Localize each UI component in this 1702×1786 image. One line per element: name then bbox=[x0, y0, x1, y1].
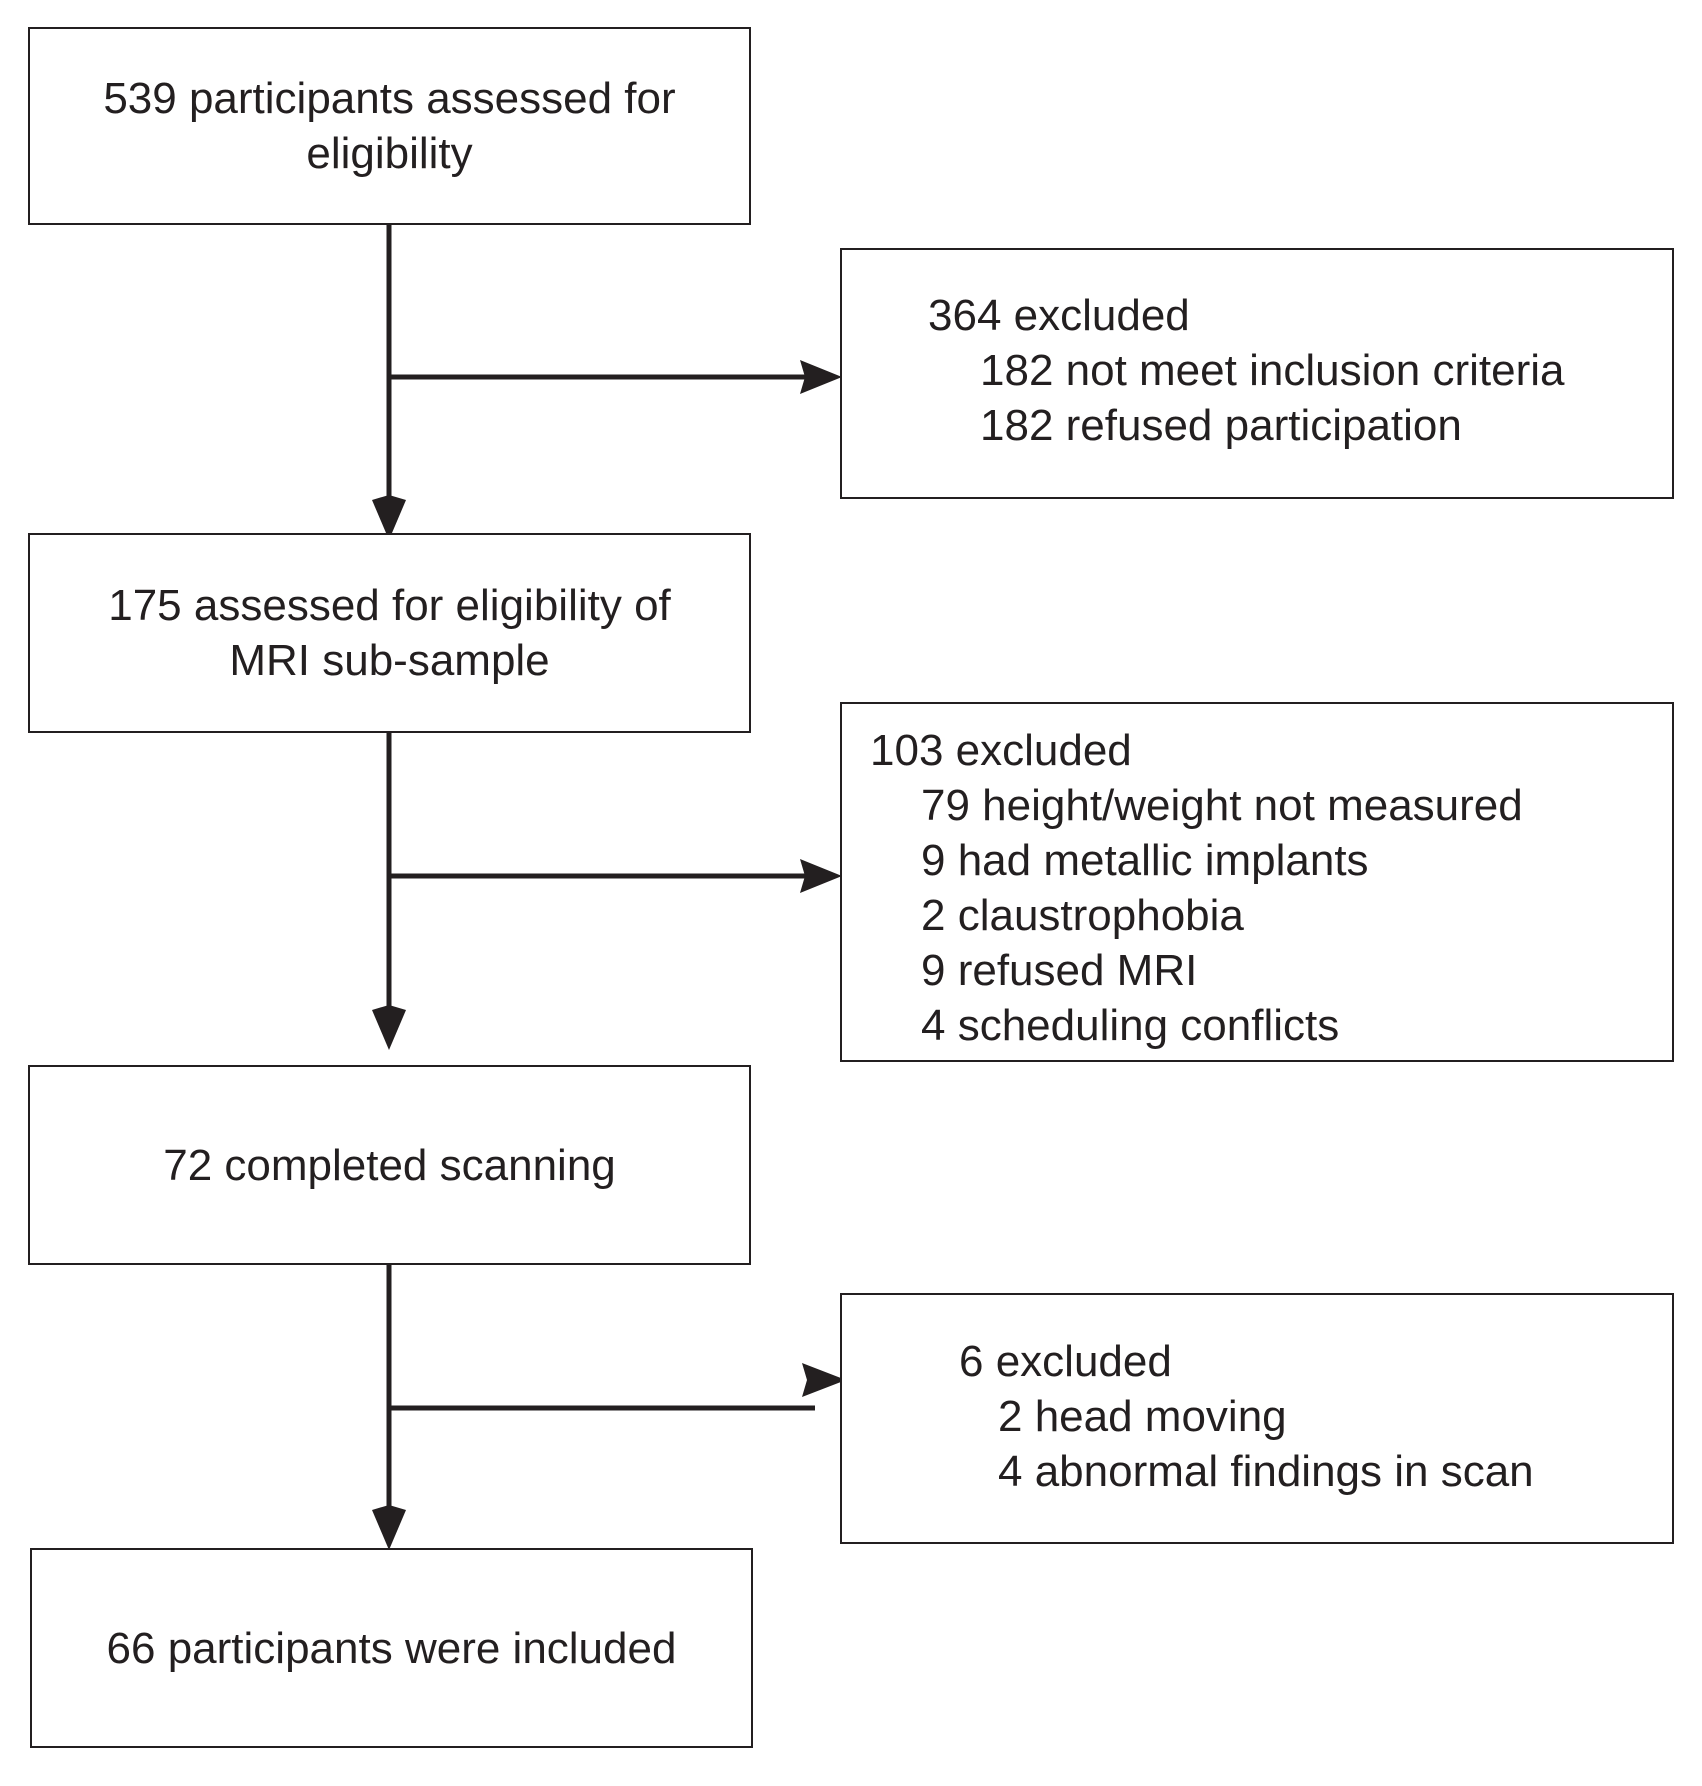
exclusion-1-list: 182 not meet inclusion criteria 182 refu… bbox=[980, 343, 1565, 453]
box-exclusion-3: 6 excluded 2 head moving 4 abnormal find… bbox=[840, 1293, 1674, 1544]
list-item: 2 claustrophobia bbox=[921, 891, 1244, 940]
box-assessed-text: 539 participants assessed for eligibilit… bbox=[103, 74, 676, 178]
box-assessed: 539 participants assessed for eligibilit… bbox=[28, 27, 751, 225]
list-item: 9 had metallic implants bbox=[921, 836, 1369, 885]
arrowhead-down-1 bbox=[372, 495, 406, 540]
list-item: 182 not meet inclusion criteria bbox=[980, 346, 1565, 395]
arrowhead-right-3 bbox=[802, 1363, 846, 1397]
arrowhead-down-3 bbox=[372, 1505, 406, 1550]
box-exclusion-2: 103 excluded 79 height/weight not measur… bbox=[840, 702, 1674, 1062]
arrowhead-right-2 bbox=[800, 859, 842, 893]
exclusion-2-list: 79 height/weight not measured 9 had meta… bbox=[921, 778, 1523, 1053]
box-completed: 72 completed scanning bbox=[28, 1065, 751, 1265]
list-item: 9 refused MRI bbox=[921, 946, 1198, 995]
list-item: 4 abnormal findings in scan bbox=[998, 1447, 1534, 1496]
exclusion-3-list: 2 head moving 4 abnormal findings in sca… bbox=[998, 1389, 1534, 1499]
list-item: 182 refused participation bbox=[980, 401, 1462, 450]
box-completed-text: 72 completed scanning bbox=[163, 1140, 616, 1190]
box-exclusion-1: 364 excluded 182 not meet inclusion crit… bbox=[840, 248, 1674, 499]
box-mri-subsample: 175 assessed for eligibility of MRI sub-… bbox=[28, 533, 751, 733]
exclusion-2-title: 103 excluded bbox=[870, 726, 1132, 775]
box-included-text: 66 participants were included bbox=[106, 1623, 677, 1673]
list-item: 2 head moving bbox=[998, 1392, 1287, 1441]
box-included: 66 participants were included bbox=[30, 1548, 753, 1748]
arrowhead-down-2 bbox=[372, 1005, 406, 1050]
exclusion-1-title: 364 excluded bbox=[928, 291, 1190, 340]
box-mri-subsample-text: 175 assessed for eligibility of MRI sub-… bbox=[108, 581, 671, 685]
exclusion-3-title: 6 excluded bbox=[959, 1337, 1172, 1386]
list-item: 4 scheduling conflicts bbox=[921, 1001, 1340, 1050]
arrowhead-right-1 bbox=[800, 360, 842, 394]
list-item: 79 height/weight not measured bbox=[921, 781, 1523, 830]
